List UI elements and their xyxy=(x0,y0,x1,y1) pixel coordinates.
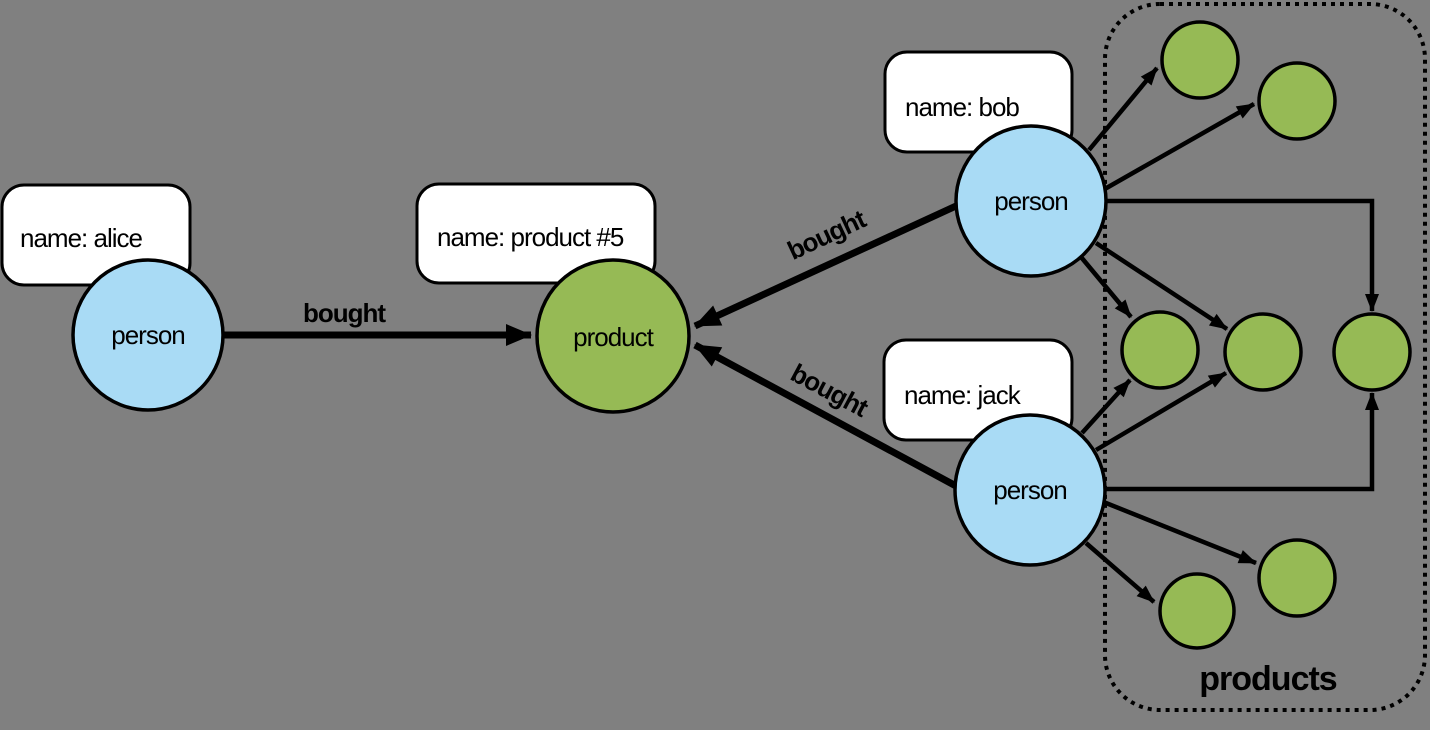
product-node-anon-1 xyxy=(1160,20,1240,100)
edge-jack-product-bot2 xyxy=(1100,498,1257,566)
product-node-5 xyxy=(535,258,691,414)
edge-bob-product-top2 xyxy=(1101,102,1256,192)
edge-jack-product-mid2 xyxy=(1094,371,1228,452)
product-node-anon-2 xyxy=(1257,61,1337,141)
property-label-bob: name: bob xyxy=(905,92,1019,122)
node-label-jack: person xyxy=(993,475,1067,505)
edge-bob-bought-product xyxy=(693,202,958,330)
node-label-alice: person xyxy=(111,320,185,350)
edge-jack-bought-product xyxy=(693,341,958,490)
product-node-anon-7 xyxy=(1257,538,1337,618)
products-group-outline xyxy=(1103,2,1427,712)
edge-jack-product-mid3-elbow xyxy=(1106,392,1379,492)
product-node-anon-5 xyxy=(1332,312,1412,392)
product-node-anon-4 xyxy=(1223,312,1303,392)
property-box-product xyxy=(415,182,657,285)
property-label-alice: name: alice xyxy=(20,223,142,253)
edge-jack-product-mid1 xyxy=(1080,378,1132,435)
product-node-anon-3 xyxy=(1120,310,1200,390)
node-label-product: product xyxy=(573,322,654,352)
node-label-bob: person xyxy=(994,186,1068,216)
edge-bob-product-mid3-elbow xyxy=(1106,198,1379,312)
property-label-jack: name: jack xyxy=(904,380,1022,410)
person-node-jack xyxy=(953,413,1107,567)
edge-jack-product-bot1 xyxy=(1084,541,1156,604)
product-node-anon-6 xyxy=(1158,572,1236,650)
edge-label-bought-alice: bought xyxy=(303,298,386,328)
products-group-label: products xyxy=(1199,660,1337,698)
edge-bob-product-top1 xyxy=(1087,66,1159,152)
person-node-bob xyxy=(954,124,1108,278)
edge-bob-product-mid1 xyxy=(1079,255,1133,319)
property-label-product: name: product #5 xyxy=(437,222,624,252)
edge-bob-product-mid2 xyxy=(1094,241,1229,331)
person-node-alice xyxy=(71,258,225,412)
